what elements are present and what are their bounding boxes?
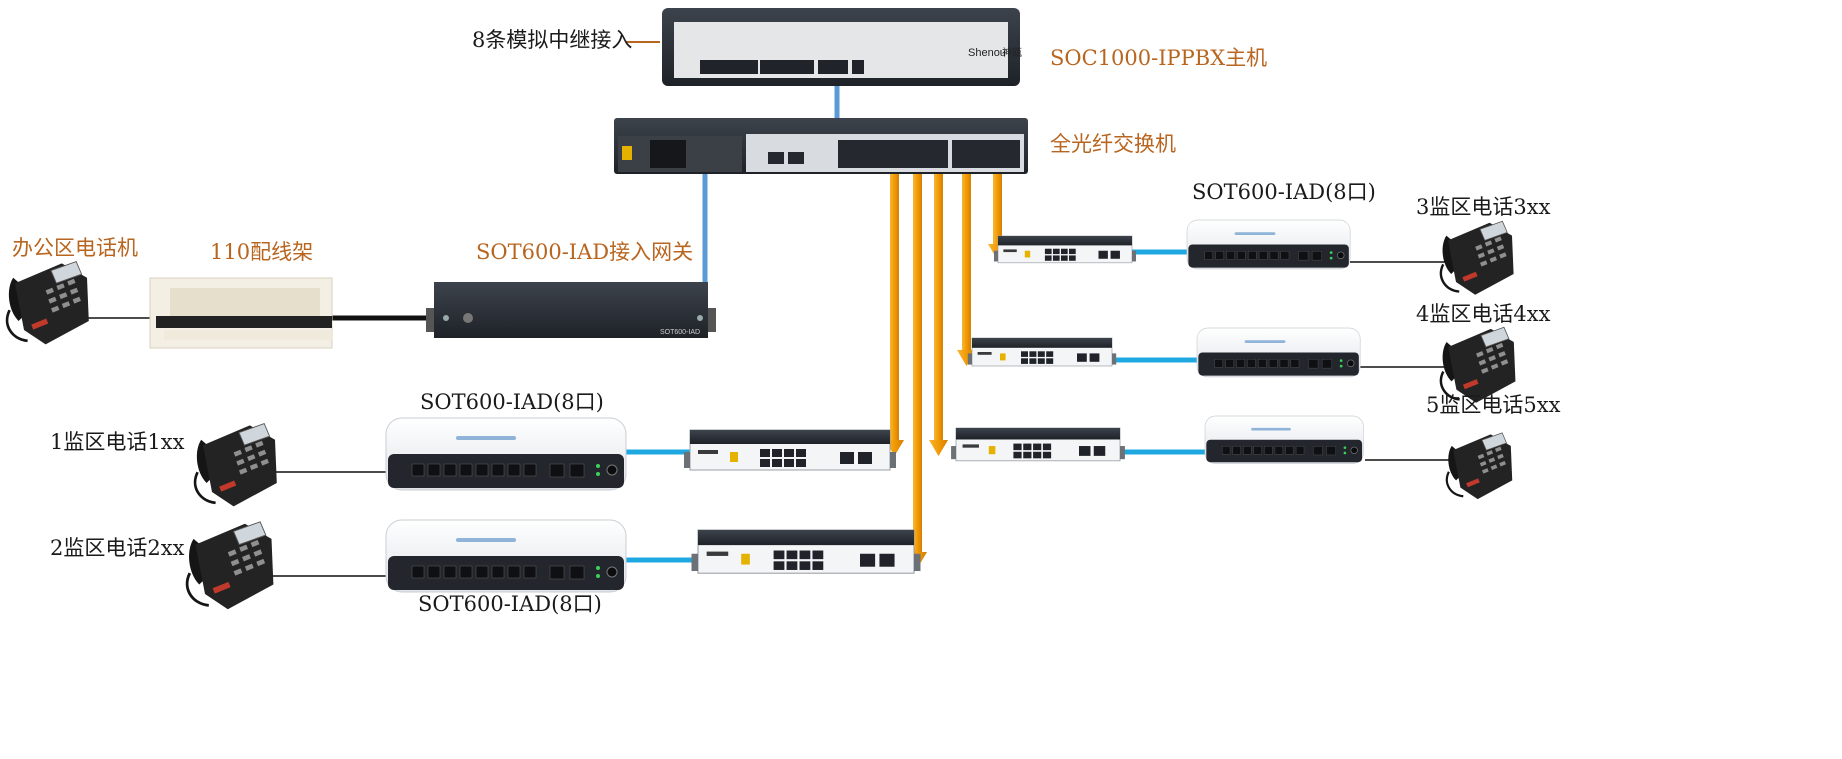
- fiber-core-switch: [614, 118, 1028, 174]
- copper-links: [72, 41, 1458, 577]
- fiber-links: [885, 172, 1007, 568]
- distribution-frame-110: [149, 277, 333, 349]
- trunk-label: 8条模拟中继接入: [472, 28, 633, 52]
- iad-box-2: [385, 519, 627, 593]
- distribution-frame-label: 110配线架: [210, 240, 314, 264]
- iad-gateway-label: SOT600-IAD接入网关: [476, 240, 694, 264]
- zone4-telephone-icon: [1439, 326, 1517, 404]
- iad-access-gateway: SOT600-IAD: [426, 282, 716, 338]
- office-telephone-icon: [5, 260, 91, 346]
- zone5-telephone-icon: [1445, 431, 1514, 501]
- iad-top-right-label: SOT600-IAD(8口): [1192, 180, 1376, 204]
- edge-switch-4: [967, 337, 1117, 367]
- ippbx-host: Shenou 神瓯: [662, 8, 1022, 86]
- ippbx-label: SOC1000-IPPBX主机: [1050, 46, 1268, 70]
- iad-box-1: [385, 417, 627, 491]
- zone4-label: 4监区电话4xx: [1416, 302, 1551, 326]
- zone5-label: 5监区电话5xx: [1426, 393, 1561, 417]
- edge-switch-2: [690, 529, 922, 574]
- zone2-telephone-icon: [185, 520, 275, 611]
- iad-mid-left-label: SOT600-IAD(8口): [420, 390, 604, 414]
- edge-switch-5: [950, 427, 1126, 462]
- zone3-label: 3监区电话3xx: [1416, 195, 1551, 219]
- gateway-model-text: SOT600-IAD: [660, 329, 700, 336]
- ippbx-brand: Shenou: [968, 47, 1006, 59]
- edge-switch-1: [683, 429, 897, 471]
- zone2-label: 2监区电话2xx: [50, 536, 185, 560]
- switch-label: 全光纤交换机: [1050, 132, 1176, 156]
- iad-box-3: [1186, 219, 1351, 270]
- office-phone-label: 办公区电话机: [12, 236, 138, 260]
- ippbx-brand-cn: 神瓯: [1002, 46, 1022, 59]
- edge-switch-3: [993, 235, 1137, 264]
- zone3-telephone-icon: [1439, 219, 1515, 296]
- zone1-telephone-icon: [193, 422, 279, 508]
- iad-bottom-left-label: SOT600-IAD(8口): [418, 592, 602, 616]
- iad-box-5: [1204, 415, 1364, 464]
- iad-box-4: [1196, 327, 1361, 378]
- zone1-label: 1监区电话1xx: [50, 430, 185, 454]
